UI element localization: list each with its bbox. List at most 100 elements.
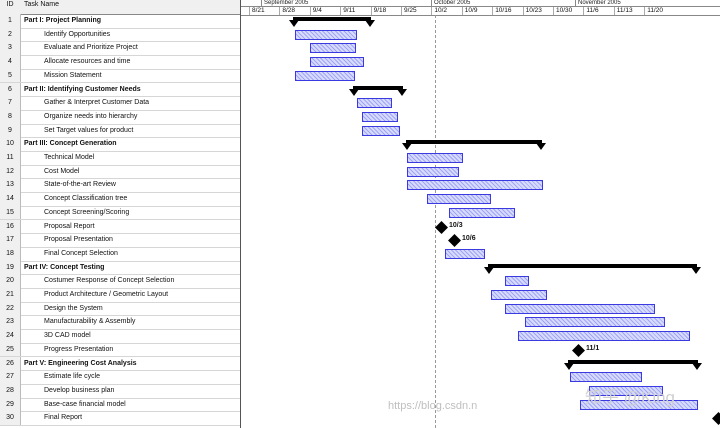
table-row[interactable]: 25 Progress Presentation — [0, 342, 240, 358]
task-name: Estimate life cycle — [44, 373, 101, 381]
task-name: Progress Presentation — [44, 345, 114, 353]
task-bar[interactable] — [295, 70, 355, 81]
task-id: 5 — [0, 68, 21, 83]
week-label: 10/9 — [461, 7, 495, 15]
task-id: 14 — [0, 192, 21, 206]
milestone-marker[interactable] — [435, 220, 448, 234]
task-bar[interactable] — [445, 248, 485, 259]
task-id: 25 — [0, 342, 21, 357]
week-label: 10/30 — [553, 7, 586, 15]
task-bar[interactable] — [580, 399, 698, 410]
task-bar[interactable] — [570, 372, 642, 383]
task-bar[interactable] — [491, 290, 547, 300]
table-row[interactable]: 27 Estimate life cycle — [0, 370, 240, 385]
summary-bar[interactable] — [488, 263, 697, 268]
summary-bar[interactable] — [353, 85, 403, 90]
summary-bar-cap — [349, 88, 359, 96]
task-bar[interactable] — [362, 111, 398, 122]
task-bar[interactable] — [362, 125, 400, 136]
summary-bar[interactable] — [293, 17, 371, 21]
task-name: Mission Statement — [44, 71, 102, 79]
table-row[interactable]: 20 Costumer Response of Concept Selection — [0, 274, 240, 289]
task-bar[interactable] — [357, 98, 392, 109]
task-name: Costumer Response of Concept Selection — [44, 277, 175, 285]
task-bar[interactable] — [525, 317, 665, 328]
task-name: Proposal Report — [44, 222, 95, 230]
task-name: Concept Screening/Scoring — [44, 208, 130, 216]
task-name: Manufacturability & Assembly — [44, 318, 136, 326]
task-bar[interactable] — [310, 43, 356, 54]
task-name: Part V: Engineering Cost Analysis — [24, 359, 137, 367]
week-label: 11/13 — [613, 7, 647, 15]
summary-bar-cap — [289, 20, 299, 27]
task-name: Design the System — [44, 304, 103, 312]
header-divider — [241, 6, 720, 7]
task-bar[interactable] — [310, 57, 364, 68]
task-id: 17 — [0, 233, 21, 247]
current-date-line — [435, 15, 436, 428]
task-id: 20 — [0, 274, 21, 288]
milestone-marker[interactable] — [712, 412, 720, 426]
task-bar[interactable] — [505, 276, 529, 287]
summary-bar[interactable] — [568, 359, 698, 364]
header-bottom-line — [241, 15, 720, 16]
task-id: 27 — [0, 370, 21, 384]
task-id: 26 — [0, 356, 21, 371]
task-name: Cost Model — [44, 167, 80, 175]
task-bar[interactable] — [427, 194, 491, 205]
milestone-marker[interactable] — [572, 343, 585, 357]
timeline-area: September 2005 October 2005 November 200… — [241, 0, 720, 428]
task-name: Product Architecture / Geometric Layout — [44, 291, 169, 298]
task-name-column-header[interactable]: Task Name — [24, 1, 60, 8]
milestone-date-label: 10/3 — [449, 221, 463, 229]
table-row[interactable]: 5 Mission Statement — [0, 68, 240, 84]
task-name: Concept Classification tree — [44, 195, 128, 203]
milestone-marker[interactable] — [448, 234, 461, 248]
summary-bar-cap — [692, 362, 702, 370]
task-id: 9 — [0, 123, 21, 138]
task-bar[interactable] — [407, 153, 463, 163]
task-id: 19 — [0, 260, 21, 275]
task-bar[interactable] — [407, 180, 543, 191]
id-column-header[interactable]: ID — [6, 1, 14, 8]
task-bar[interactable] — [505, 303, 655, 314]
task-bar[interactable] — [295, 29, 357, 40]
table-row[interactable]: 14 Concept Classification tree — [0, 192, 240, 207]
task-bar[interactable] — [407, 166, 459, 177]
table-header: ID Task Name — [0, 0, 240, 15]
task-id: 3 — [0, 41, 21, 56]
task-id: 8 — [0, 109, 21, 124]
task-bar[interactable] — [518, 331, 690, 342]
week-label: 11/20 — [644, 7, 677, 15]
task-bar[interactable] — [589, 385, 663, 396]
week-label: 10/16 — [492, 7, 525, 15]
task-bar[interactable] — [449, 207, 515, 218]
task-name: Final Concept Selection — [44, 249, 118, 257]
summary-bar[interactable] — [406, 140, 542, 145]
